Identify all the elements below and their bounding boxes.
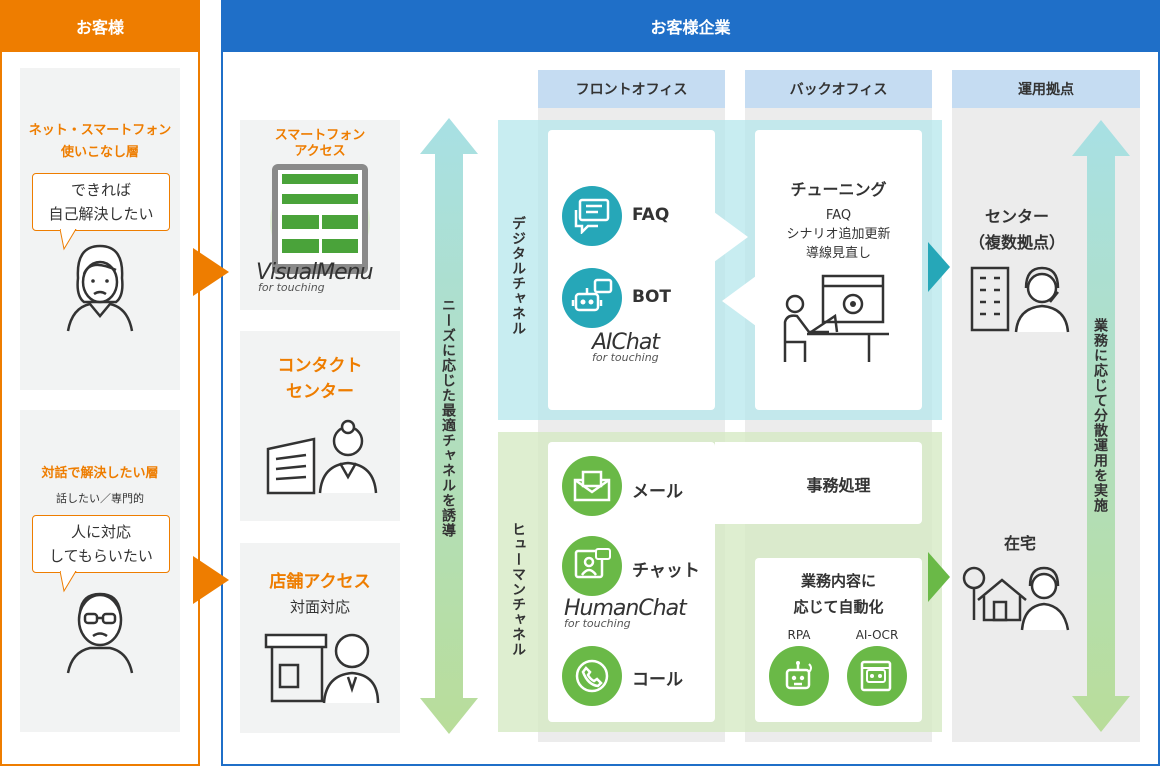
automation-title: 業務内容に 応じて自動化 (793, 572, 884, 616)
bot-label: BOT (632, 287, 672, 307)
customer-talk-bubble: 人に対応 してもらいたい (32, 515, 170, 573)
front-office-header: フロントオフィス (538, 70, 725, 108)
bubble-tail-icon (60, 571, 77, 593)
visualmenu-logo-sub: for touching (258, 281, 325, 294)
digital-front-box: FAQ BOT AIChat for touching (548, 130, 715, 410)
digital-channel-label: デジタルチャネル (510, 216, 526, 336)
call-circle (562, 646, 622, 706)
visualmenu-logo: VisualMenu for touching (250, 260, 390, 294)
contact-center-title: コンタクト センター (277, 356, 363, 402)
tuning-lines: FAQ シナリオ追加更新 導線見直し (786, 208, 891, 261)
access-card-contact: コンタクト センター (240, 331, 400, 521)
automation-box: 業務内容に 応じて自動化 RPA AI-OCR (755, 558, 922, 722)
company-header: お客様企業 (221, 0, 1160, 52)
base-header: 運用拠点 (952, 70, 1140, 108)
visualmenu-logo-main: VisualMenu (256, 260, 374, 285)
customer-header: お客様 (0, 0, 200, 52)
customer-talk-subtitle: 話したい／専門的 (56, 492, 144, 505)
ocr-robot-icon (860, 660, 892, 692)
company-frame (221, 52, 1160, 766)
call-label: コール (632, 670, 683, 690)
induce-label: ニーズに応じた最適チャネルを誘導 (440, 298, 456, 538)
humanchat-logo-sub: for touching (564, 617, 631, 630)
customer-card-talk: 対話で解決したい層 話したい／専門的 人に対応 してもらいたい (20, 410, 180, 732)
human-channel-label: ヒューマンチャネル (510, 522, 526, 657)
elderly-man-icon (66, 592, 134, 674)
faq-circle (562, 186, 622, 246)
arrow-right-icon (928, 242, 950, 292)
arrow-right-icon (193, 248, 229, 296)
store-staff-icon (264, 633, 380, 704)
chat-circle (562, 536, 622, 596)
customer-column-frame (0, 52, 200, 766)
home-operator-icon (962, 566, 1070, 631)
tuning-worker-icon (783, 274, 889, 362)
home-label: 在宅 (1003, 534, 1036, 553)
chat-label: チャット (632, 561, 700, 581)
rpa-label: RPA (787, 628, 811, 642)
bot-icon (571, 278, 613, 312)
rpa-robot-icon (785, 661, 812, 690)
smartphone-access-title: スマートフォン アクセス (274, 128, 366, 159)
chat-operator-icon (574, 548, 611, 579)
phone-icon (575, 659, 609, 693)
double-arrow-vertical-icon (1072, 120, 1130, 732)
humanchat-logo-main: HumanChat (564, 596, 687, 621)
center-operator-icon (970, 266, 1070, 333)
aichat-logo: AIChat for touching (592, 330, 702, 364)
ocr-circle (847, 646, 907, 706)
rpa-circle (769, 646, 829, 706)
aichat-logo-main: AIChat (592, 330, 660, 355)
bubble-tail-icon (60, 229, 77, 251)
arrow-left-icon (722, 276, 756, 326)
arrow-right-icon (928, 552, 950, 602)
mail-circle (562, 456, 622, 516)
faq-label: FAQ (632, 205, 670, 225)
customer-header-label: お客様 (75, 18, 124, 37)
mail-label: メール (632, 482, 683, 502)
arrow-right-icon (193, 556, 229, 604)
center-label: センター （複数拠点） (968, 207, 1065, 252)
store-access-subtitle: 対面対応 (289, 598, 350, 616)
smartphone-icon (272, 164, 368, 274)
human-front-box: メール チャット HumanChat for touching コール (548, 442, 715, 722)
back-office-header: バックオフィス (745, 70, 932, 108)
elderly-woman-icon (66, 244, 134, 332)
customer-net-bubble: できれば 自己解決したい (32, 173, 170, 231)
humanchat-logo: HumanChat for touching (564, 596, 704, 630)
admin-label: 事務処理 (806, 476, 871, 495)
mail-icon (573, 470, 611, 502)
access-card-store: 店舗アクセス 対面対応 (240, 543, 400, 733)
ocr-label: AI-OCR (855, 628, 899, 642)
arrow-right-icon (714, 212, 748, 262)
customer-talk-title: 対話で解決したい層 (41, 466, 159, 481)
tuning-box: チューニング FAQ シナリオ追加更新 導線見直し (755, 130, 922, 410)
tuning-title: チューニング (790, 180, 887, 199)
access-card-smartphone: スマートフォン アクセス VisualMenu for touching (240, 120, 400, 310)
aichat-logo-sub: for touching (592, 351, 659, 364)
faq-chat-icon (574, 198, 610, 234)
company-header-label: お客様企業 (650, 18, 731, 37)
call-center-building-icon (266, 419, 378, 495)
customer-net-title: ネット・スマートフォン 使いこなし層 (28, 123, 172, 160)
distribute-label: 業務に応じて分散運用を実施 (1092, 318, 1108, 513)
double-arrow-vertical-icon (420, 118, 478, 734)
bot-circle (562, 268, 622, 328)
admin-bar: 事務処理 (715, 442, 922, 524)
customer-card-net: ネット・スマートフォン 使いこなし層 できれば 自己解決したい (20, 68, 180, 390)
store-access-title: 店舗アクセス (269, 572, 371, 592)
